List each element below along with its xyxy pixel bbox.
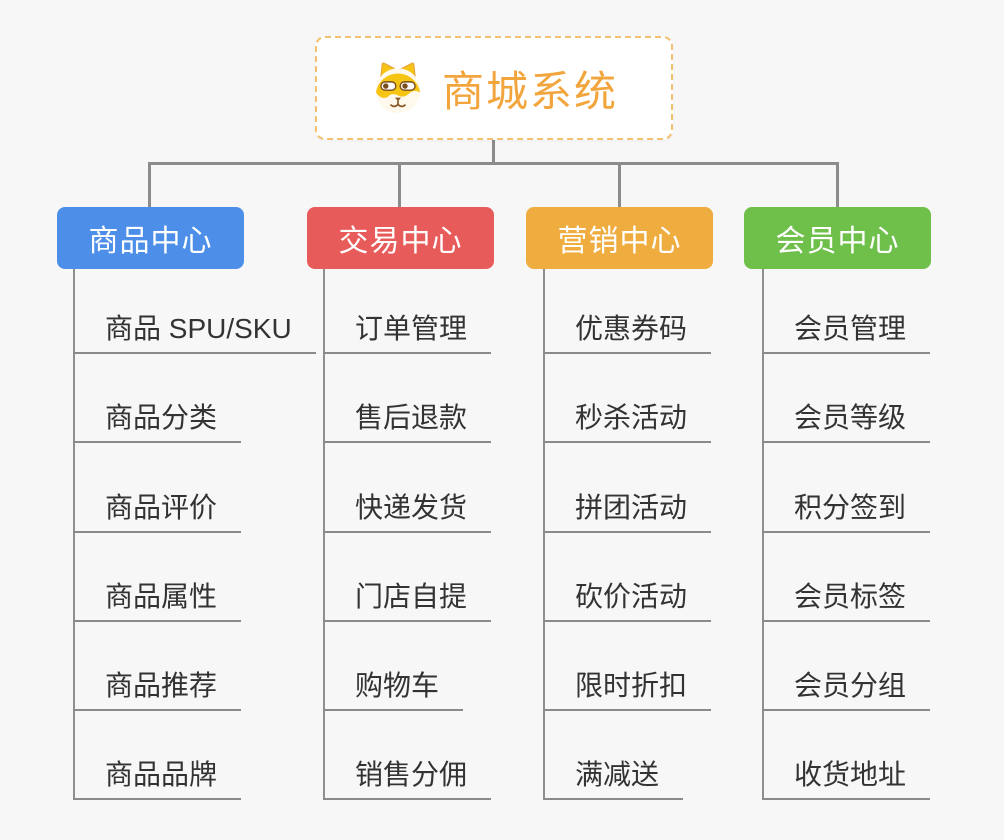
branch-label: 营销中心 xyxy=(557,225,682,258)
leaf-topic[interactable]: 会员分组 xyxy=(762,669,931,711)
leaf-topic[interactable]: 购物车 xyxy=(323,669,464,711)
leaf-topic[interactable]: 砍价活动 xyxy=(543,580,712,622)
leaf-topic[interactable]: 商品 SPU/SKU xyxy=(73,312,316,354)
leaf-topic[interactable]: 商品品牌 xyxy=(73,758,242,800)
branch-node-trade[interactable]: 交易中心 xyxy=(307,207,494,269)
leaf-topic[interactable]: 会员标签 xyxy=(762,580,931,622)
leaf-topic[interactable]: 秒杀活动 xyxy=(543,401,712,443)
connector-drop-marketing xyxy=(618,162,621,208)
leaf-topic[interactable]: 拼团活动 xyxy=(543,491,712,533)
leaf-topic[interactable]: 积分签到 xyxy=(762,491,931,533)
leaf-topic[interactable]: 订单管理 xyxy=(323,312,492,354)
leaf-topic[interactable]: 商品推荐 xyxy=(73,669,242,711)
leaf-topic[interactable]: 收货地址 xyxy=(762,758,931,800)
leaf-topic[interactable]: 售后退款 xyxy=(323,401,492,443)
connector-drop-product xyxy=(148,162,151,208)
leaf-topic[interactable]: 满减送 xyxy=(543,758,684,800)
leaf-topic[interactable]: 限时折扣 xyxy=(543,669,712,711)
branch-node-product[interactable]: 商品中心 xyxy=(57,207,244,269)
root-node[interactable]: 商城系统 xyxy=(315,36,673,140)
spine-product xyxy=(73,269,75,800)
branch-node-marketing[interactable]: 营销中心 xyxy=(526,207,713,269)
connector-drop-trade xyxy=(398,162,401,208)
leaf-topic[interactable]: 商品分类 xyxy=(73,401,242,443)
spine-marketing xyxy=(543,269,545,800)
branch-label: 会员中心 xyxy=(775,225,900,258)
spine-trade xyxy=(323,269,325,800)
connector-drop-member xyxy=(836,162,839,208)
dog-face-icon xyxy=(375,62,421,113)
leaf-topic[interactable]: 门店自提 xyxy=(323,580,492,622)
leaf-topic[interactable]: 商品属性 xyxy=(73,580,242,622)
spine-member xyxy=(762,269,764,800)
leaf-topic[interactable]: 优惠券码 xyxy=(543,312,712,354)
leaf-topic[interactable]: 销售分佣 xyxy=(323,758,492,800)
branch-node-member[interactable]: 会员中心 xyxy=(744,207,931,269)
connector-root-stub xyxy=(492,139,495,164)
root-title: 商城系统 xyxy=(441,67,618,115)
leaf-topic[interactable]: 商品评价 xyxy=(73,491,242,533)
leaf-topic[interactable]: 会员等级 xyxy=(762,401,931,443)
connector-horizontal xyxy=(148,162,839,165)
leaf-topic[interactable]: 会员管理 xyxy=(762,312,931,354)
branch-label: 交易中心 xyxy=(338,225,463,258)
branch-label: 商品中心 xyxy=(88,225,213,258)
leaf-topic[interactable]: 快递发货 xyxy=(323,491,492,533)
